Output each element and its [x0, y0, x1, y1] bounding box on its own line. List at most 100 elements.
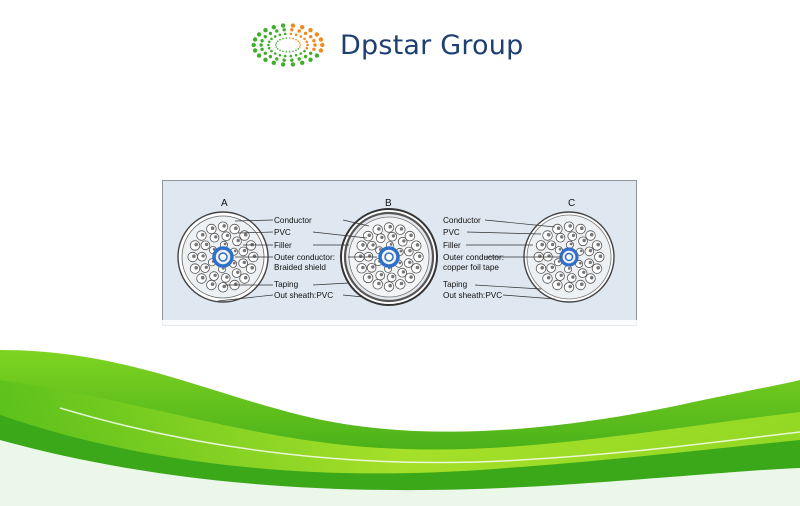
logo-dot [275, 42, 277, 44]
conductor-core [225, 233, 230, 238]
conductor-core [242, 260, 246, 265]
leader-lines-a [217, 219, 377, 302]
conductor-strand [564, 265, 573, 274]
logo-dot [283, 54, 287, 58]
conductor-core [236, 238, 240, 243]
conductor-core [223, 242, 227, 246]
conductor-core [380, 235, 384, 240]
conductor-core [598, 254, 603, 258]
logo-dot [294, 33, 298, 37]
section-a-title: A [221, 198, 228, 209]
conductor-core [596, 266, 600, 270]
logo-dot [267, 46, 271, 50]
label-copper-foil-tape: copper foil tape [443, 263, 499, 272]
conductor-core [371, 265, 375, 269]
labels-c: Conductor PVC Filler Outer conductor: co… [443, 216, 504, 300]
logo-dot [299, 46, 301, 48]
logo-hub [281, 40, 295, 50]
logo-dot [312, 39, 316, 43]
logo-dot [294, 53, 298, 57]
logo-dot [290, 58, 294, 62]
conductor-core [568, 224, 572, 228]
conductor-core [408, 260, 412, 264]
logo-dot [271, 60, 276, 65]
logo-dot [282, 50, 284, 53]
conductor-core [578, 261, 582, 265]
conductor-core [540, 242, 544, 247]
brand-logo: Dpstar Group [246, 22, 523, 68]
logo-dot [276, 48, 279, 50]
conductor-core [559, 273, 563, 277]
conductor-core [409, 275, 413, 279]
conductor-core [377, 227, 381, 231]
conductor-core [589, 275, 594, 280]
label-conductor: Conductor [274, 216, 312, 225]
section-c-title: C [568, 198, 575, 209]
logo-dot [303, 54, 308, 59]
conductor-core [252, 254, 257, 258]
conductor-core [367, 233, 372, 238]
logo-dot [303, 31, 308, 36]
conductor-core [192, 254, 196, 258]
conductor-core [388, 224, 392, 229]
conductor-core [399, 227, 404, 231]
conductor-core [214, 235, 218, 239]
logo-dot [263, 35, 267, 39]
label-outer-conductor: Outer conductor: [443, 253, 504, 262]
logo-dot [313, 43, 317, 47]
conductor-core [367, 275, 372, 279]
conductor-core [233, 249, 237, 253]
conductor-core [550, 242, 555, 247]
conductor-core [556, 282, 561, 286]
conductor-core [194, 266, 198, 270]
conductor-core [194, 242, 198, 247]
sunburst-logo-icon [251, 23, 325, 67]
conductor-core [200, 275, 205, 280]
conductor-core [212, 247, 216, 251]
logo-dot [278, 33, 282, 37]
conductor-core [557, 260, 561, 263]
logo-dot [297, 57, 301, 61]
logo-dot [295, 49, 297, 52]
conductor-core [361, 243, 365, 247]
conductor-core [580, 226, 584, 230]
logo-dot [268, 31, 273, 36]
conductor-core [391, 234, 396, 238]
core-a [212, 246, 234, 268]
conductor-core [560, 235, 564, 239]
logo-dot [282, 37, 284, 40]
logo-dot [267, 43, 270, 47]
conductor-core [234, 282, 238, 286]
logo-dot [303, 49, 306, 53]
conductor-core [361, 265, 365, 270]
core-b [378, 246, 400, 268]
conductor-core [567, 267, 571, 270]
logo-dot [282, 28, 286, 32]
conductor-core [546, 232, 551, 237]
conductor-core [200, 232, 205, 237]
logo-dot [285, 37, 288, 39]
conductor-core [250, 266, 254, 270]
logo-dot [295, 38, 297, 41]
logo-dot [271, 25, 276, 30]
conductor-core [204, 265, 208, 269]
logo-dot [320, 42, 325, 48]
cable-cross-section-diagram: A B C [162, 180, 637, 326]
label-outer-conductor: Outer conductor: [274, 253, 335, 262]
logo-dot [314, 53, 320, 58]
logo-dot [278, 53, 282, 57]
conductor-core [568, 284, 572, 289]
logo-dot [251, 42, 256, 48]
logo-dot [299, 42, 301, 44]
conductor-core [399, 281, 404, 286]
conductor-core [409, 233, 413, 238]
section-b-title: B [385, 198, 392, 209]
conductor-core [222, 224, 226, 228]
conductor-core [371, 243, 375, 247]
conductor-core [388, 283, 392, 288]
logo-dot [279, 38, 281, 41]
conductor-core [556, 226, 561, 230]
conductor-core [379, 273, 384, 277]
conductor-core [358, 254, 363, 258]
conductor-core [210, 282, 215, 286]
